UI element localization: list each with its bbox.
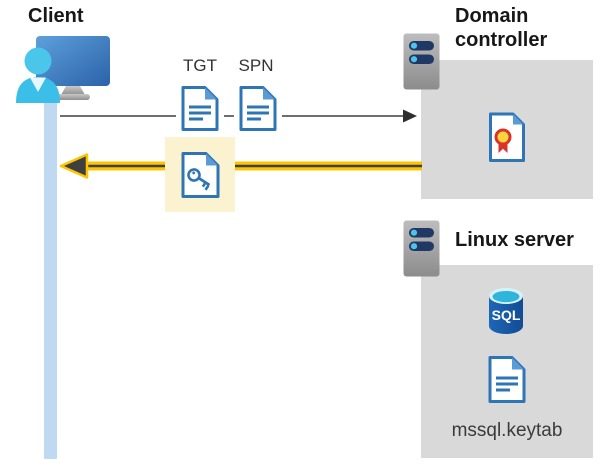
certificate-tile	[486, 110, 528, 164]
keytab-filename-label: mssql.keytab	[451, 420, 563, 441]
tgt-label: TGT	[183, 56, 217, 75]
person-icon	[16, 47, 60, 103]
spn-document-icon	[239, 86, 277, 131]
linux-server-server-icon	[403, 220, 440, 277]
sql-database-tile: SQL	[484, 286, 528, 336]
linux-server-title: Linux server	[455, 229, 574, 251]
key-ticket-highlight	[165, 137, 235, 212]
certificate-icon	[489, 112, 525, 162]
domain-controller-title: Domain controller	[455, 5, 548, 51]
keytab-document-icon	[488, 355, 526, 403]
client-lifeline-bar	[44, 88, 57, 459]
key-document-icon	[181, 151, 219, 198]
tgt-document-icon	[181, 86, 219, 131]
client-workstation-icon	[16, 36, 110, 103]
response-arrow-icon	[59, 153, 422, 179]
domain-controller-server-icon	[403, 33, 440, 90]
monitor-icon	[36, 36, 110, 100]
spn-ticket-tile	[234, 81, 282, 136]
tgt-ticket-tile	[176, 81, 224, 136]
spn-label: SPN	[238, 56, 274, 75]
sql-badge-text: SQL	[492, 307, 521, 323]
keytab-document-tile	[485, 352, 529, 406]
client-title: Client	[28, 5, 84, 27]
sql-database-icon: SQL	[489, 288, 523, 334]
